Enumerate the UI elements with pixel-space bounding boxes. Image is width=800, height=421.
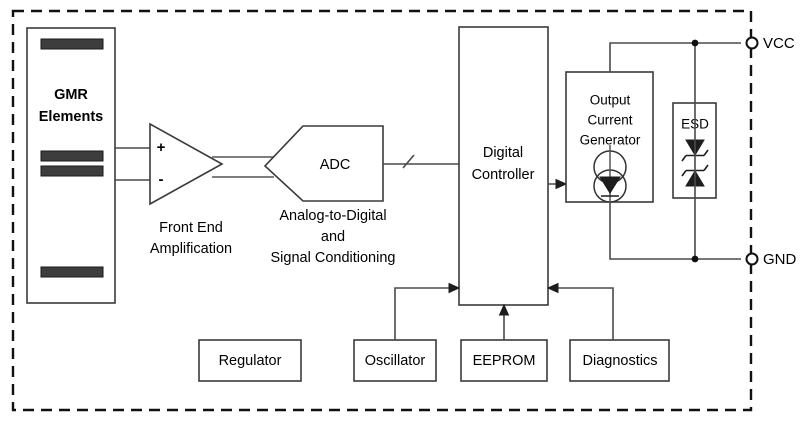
block-amplifier[interactable]: + - Front End Amplification (149, 122, 232, 257)
diagnostics-box (569, 339, 670, 382)
oscillator-label: Oscillator (365, 353, 426, 369)
amp-plus-label: + (157, 139, 166, 156)
arrow-oscillator-to-controller (448, 282, 461, 294)
regulator-box (198, 339, 302, 382)
eeprom-label: EEPROM (473, 353, 536, 369)
amp-caption-line2: Amplification (150, 241, 232, 257)
digital-controller-box (458, 26, 549, 306)
wire-ocg-bottom-to-gnd (609, 202, 741, 260)
gnd-label: GND (763, 251, 797, 268)
adc-caption-line2: and (321, 229, 345, 245)
adc-label: ADC (320, 157, 351, 173)
arrow-controller-to-ocg (555, 178, 568, 190)
junction-gnd (691, 255, 699, 263)
regulator-label: Regulator (219, 353, 282, 369)
block-output-current-generator[interactable]: Output Current Generator (565, 71, 654, 203)
arrow-eeprom-to-controller (498, 303, 510, 316)
gmr-bar-bottom (40, 266, 104, 278)
digital-controller-line2: Controller (472, 167, 535, 183)
amp-triangle (149, 122, 224, 206)
adc-caption-line1: Analog-to-Digital (279, 208, 386, 224)
wire-oscillator-to-controller (394, 287, 452, 340)
gmr-bar-mid-1 (40, 150, 104, 162)
block-regulator[interactable]: Regulator (198, 339, 302, 382)
wire-ocg-top-to-vcc (609, 42, 741, 72)
gmr-label-line1: GMR (54, 87, 88, 103)
block-digital-controller[interactable]: Digital Controller (458, 26, 549, 306)
wire-diagnostics-to-controller (555, 287, 614, 340)
junction-vcc (691, 39, 699, 47)
bus-slash-mark (402, 154, 415, 169)
block-adc[interactable]: ADC Analog-to-Digital and Signal Conditi… (263, 125, 396, 266)
ic-boundary (11, 9, 753, 412)
diagnostics-label: Diagnostics (583, 353, 658, 369)
block-gmr-elements[interactable]: GMR Elements (26, 27, 116, 304)
ocg-line3: Generator (580, 133, 641, 148)
gnd-terminal-circle (745, 252, 759, 266)
amp-caption-line1: Front End (159, 220, 223, 236)
block-eeprom[interactable]: EEPROM (460, 339, 548, 382)
gmr-label-line2: Elements (39, 109, 103, 125)
vcc-terminal-circle (745, 36, 759, 50)
amp-minus-label: - (159, 171, 164, 188)
terminal-vcc[interactable]: VCC (745, 35, 795, 52)
gmr-bar-top (40, 38, 104, 50)
ocg-line1: Output (590, 93, 631, 108)
block-oscillator[interactable]: Oscillator (353, 339, 437, 382)
current-source-icon (593, 145, 627, 203)
adc-caption-line3: Signal Conditioning (271, 250, 396, 266)
ocg-line2: Current (587, 113, 632, 128)
adc-shape (263, 125, 384, 202)
gmr-bar-mid-2 (40, 165, 104, 177)
vcc-label: VCC (763, 35, 795, 52)
digital-controller-line1: Digital (483, 145, 523, 161)
block-diagnostics[interactable]: Diagnostics (569, 339, 670, 382)
terminal-gnd[interactable]: GND (745, 251, 797, 268)
eeprom-box (460, 339, 548, 382)
arrow-diagnostics-to-controller (546, 282, 559, 294)
